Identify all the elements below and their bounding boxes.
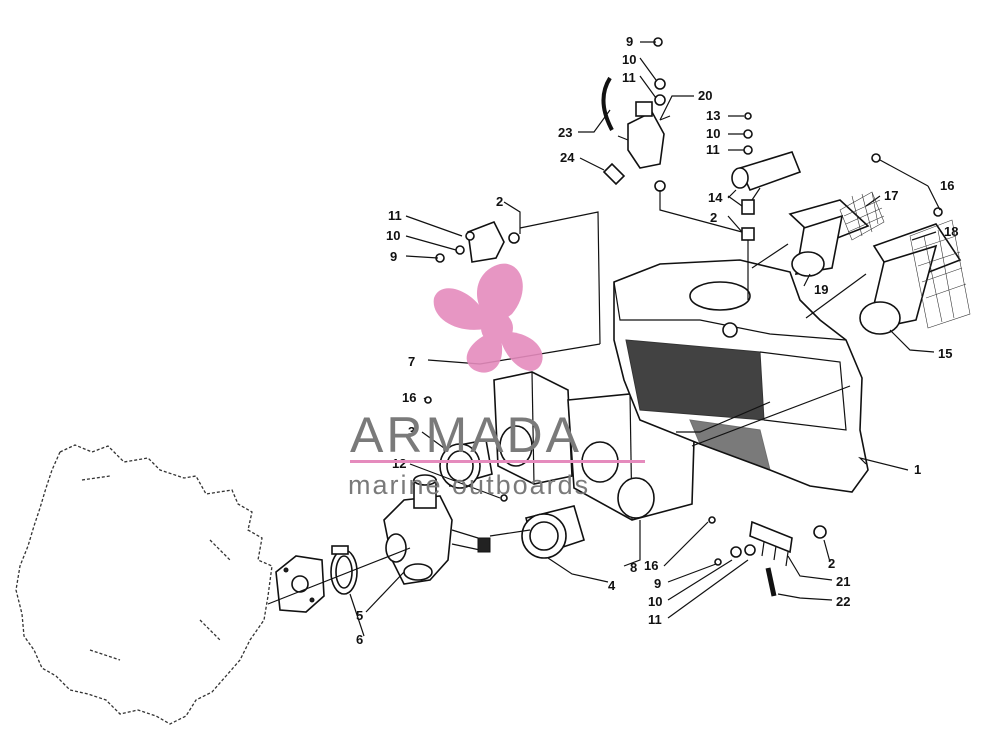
callout-10: 10 — [648, 594, 662, 609]
callout-8: 8 — [630, 560, 637, 575]
callout-14: 14 — [708, 190, 723, 205]
callout-22: 22 — [836, 594, 850, 609]
callout-2: 2 — [828, 556, 835, 571]
armada-watermark: ARMADA marine outboards — [348, 263, 645, 500]
callout-9: 9 — [654, 576, 661, 591]
bracket-left — [467, 220, 520, 263]
intake-tube-15 — [859, 223, 962, 335]
callout-9: 9 — [626, 34, 633, 49]
callout-19: 19 — [814, 282, 828, 297]
callout-11: 11 — [648, 612, 662, 627]
engine-block-outline — [15, 444, 273, 725]
intake-tube-19 — [788, 199, 870, 277]
watermark-tagline: marine outboards — [348, 470, 590, 500]
callout-16: 16 — [644, 558, 658, 573]
air-silencer-box-1 — [613, 259, 869, 493]
screen-17 — [839, 191, 885, 241]
callout-10: 10 — [386, 228, 400, 243]
callout-16: 16 — [940, 178, 954, 193]
hardware-small — [424, 37, 756, 566]
primer-assembly — [727, 151, 802, 241]
callout-labels: 9 10 11 20 23 24 13 10 11 14 2 16 17 18 … — [356, 34, 958, 647]
watermark-rule — [350, 460, 645, 463]
callout-12: 12 — [392, 456, 406, 471]
propeller-logo-icon — [433, 263, 543, 373]
callout-24: 24 — [560, 150, 575, 165]
fuel-pump-20 — [617, 101, 671, 169]
callout-6: 6 — [356, 632, 363, 647]
callout-20: 20 — [698, 88, 712, 103]
callout-11: 11 — [706, 142, 720, 157]
callout-2: 2 — [496, 194, 503, 209]
callout-13: 13 — [706, 108, 720, 123]
clamp-ring-6 — [330, 545, 358, 595]
intake-flange-6 — [275, 555, 325, 613]
callout-21: 21 — [836, 574, 850, 589]
callout-11: 11 — [622, 70, 636, 85]
callout-17: 17 — [884, 188, 898, 203]
callout-9: 9 — [390, 249, 397, 264]
callout-16: 16 — [402, 390, 416, 405]
callout-10: 10 — [622, 52, 636, 67]
callout-18: 18 — [944, 224, 958, 239]
callout-2: 2 — [710, 210, 717, 225]
fuel-line-23 — [601, 76, 614, 131]
callout-4: 4 — [608, 578, 616, 593]
mounting-plate-7 — [493, 371, 573, 485]
leader-lines — [267, 41, 941, 637]
watermark-brand: ARMADA — [350, 407, 582, 463]
callout-1: 1 — [914, 462, 921, 477]
manifold-bracket-21 — [749, 520, 827, 567]
callout-3: 3 — [408, 424, 415, 439]
callout-23: 23 — [558, 125, 572, 140]
callout-5: 5 — [356, 608, 363, 623]
fitting-24 — [602, 162, 626, 186]
carburetor-5 — [383, 474, 491, 585]
callout-11: 11 — [388, 208, 402, 223]
callout-10: 10 — [706, 126, 720, 141]
callout-7: 7 — [408, 354, 415, 369]
screws-16-top — [871, 153, 943, 217]
intake-adapter-4 — [521, 505, 585, 559]
callout-15: 15 — [938, 346, 952, 361]
screen-18 — [909, 219, 971, 329]
hose-22 — [765, 567, 777, 597]
